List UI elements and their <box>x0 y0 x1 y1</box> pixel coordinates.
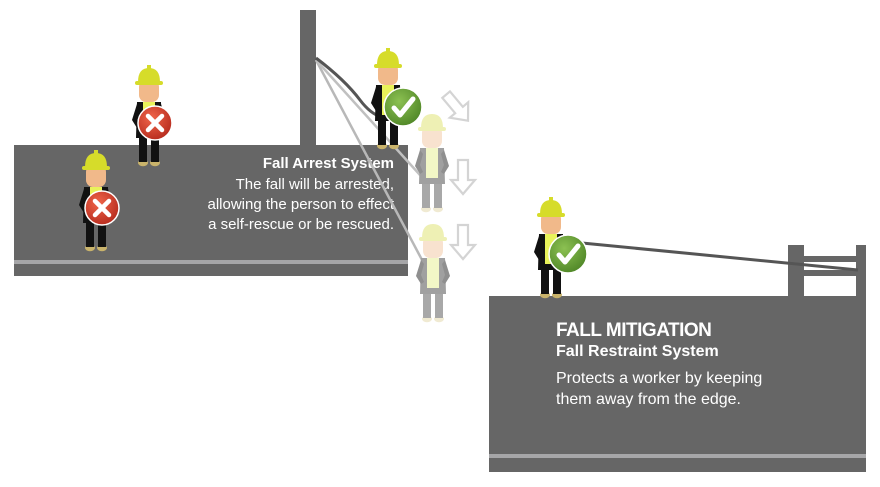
x-circle-icon <box>85 191 119 225</box>
fall-arrest-line: The fall will be arrested, <box>235 176 394 193</box>
fall-restraint-line: Protects a worker by keeping <box>556 370 763 387</box>
guardrail-post <box>788 245 804 297</box>
fall-arrest-title: Fall Arrest System <box>262 155 394 172</box>
lifeline-extended <box>314 59 432 276</box>
fall-mitigation-heading: FALL MITIGATION <box>556 320 712 341</box>
fall-arrest-platform: Fall Arrest System The fall will be arre… <box>14 145 408 276</box>
fall-arrest-caption: Fall Arrest System The fall will be arre… <box>207 155 394 235</box>
fall-arrest-line: a self-rescue or be rescued. <box>208 216 394 233</box>
restraint-lanyard <box>581 241 859 272</box>
lifeline-mid <box>315 59 421 176</box>
fall-restraint-line: them away from the edge. <box>556 391 741 408</box>
fall-restraint-caption: FALL MITIGATION Fall Restraint System Pr… <box>556 320 762 410</box>
guardrail-bar <box>804 256 856 262</box>
check-circle-icon <box>384 88 422 126</box>
guardrail-post <box>856 245 866 297</box>
arrow-down-icon <box>435 85 479 130</box>
falling-worker-faded <box>415 114 449 213</box>
falling-worker-faded <box>416 224 450 323</box>
platform-stripe <box>14 260 408 264</box>
guardrail-bar <box>804 270 856 276</box>
check-circle-icon <box>549 235 587 273</box>
x-circle-icon <box>138 106 172 140</box>
arrow-down-icon <box>449 158 477 196</box>
arrow-down-icon <box>449 223 477 261</box>
fall-restraint-platform: FALL MITIGATION Fall Restraint System Pr… <box>489 296 866 472</box>
fall-restraint-title: Fall Restraint System <box>556 343 719 360</box>
fall-arrest-line: allowing the person to effect <box>207 196 394 213</box>
platform-stripe <box>489 454 866 458</box>
anchor-post <box>300 10 316 146</box>
